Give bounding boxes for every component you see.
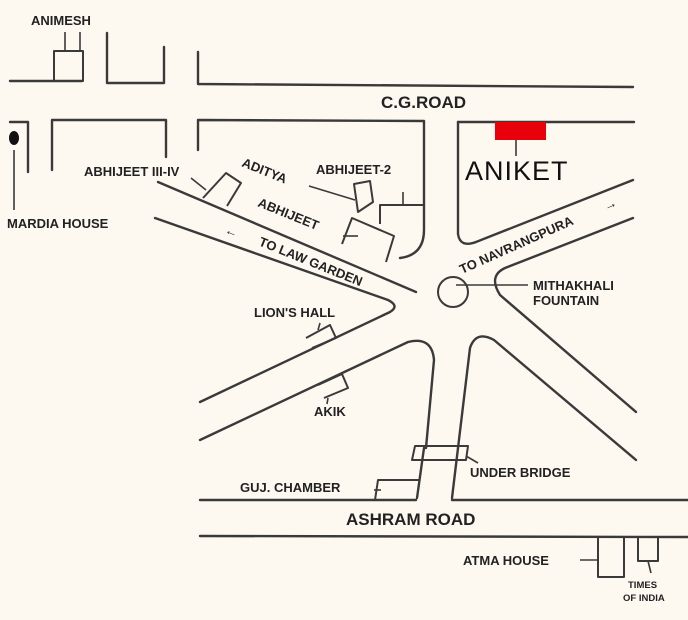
abhijeet-2-building [353, 180, 374, 213]
times-of-india-label-line1: TIMES [628, 580, 657, 591]
abhijeet-3-4-label: ABHIJEET III-IV [84, 164, 180, 179]
under-bridge-road-edge [456, 335, 638, 462]
mithakhali-label-line2: FOUNTAIN [533, 293, 599, 308]
ashram-road-label: ASHRAM ROAD [346, 510, 475, 529]
guj-chamber-building [374, 479, 419, 501]
atma-house-building [597, 536, 625, 578]
times-of-india-building [637, 536, 659, 562]
aditya-label: ADITYA [240, 155, 290, 187]
top-road-grid [8, 31, 636, 260]
law-garden-road-upper-edge [156, 180, 418, 294]
akik-building [317, 373, 349, 399]
cg-road-label: C.G.ROAD [381, 93, 466, 112]
aniket-block-edge [456, 120, 635, 245]
times-of-india-label-line2: OF INDIA [623, 593, 665, 604]
animesh-label: ANIMESH [31, 13, 91, 28]
mardia-house-label: MARDIA HOUSE [7, 216, 109, 231]
aniket-label: ANIKET [465, 156, 569, 186]
pin-icon [9, 131, 19, 145]
to-law-garden-label: TO LAW GARDEN [257, 234, 365, 289]
law-garden-arrow-icon: ← [223, 222, 241, 241]
abhijeet-2-label: ABHIJEET-2 [316, 162, 391, 177]
navrangpura-road-edge [493, 216, 638, 414]
akik-road-edge [198, 339, 436, 450]
abhijeet-3-4-building [202, 172, 242, 207]
law-garden-road-lower-edge [153, 216, 396, 404]
akik-label: AKIK [314, 404, 346, 419]
mithakhali-label-line1: MITHAKHALI [533, 278, 614, 293]
fountain-icon [437, 276, 469, 308]
abhijeet-building [341, 217, 395, 263]
to-navrangpura-label: TO NAVRANGPURA [457, 213, 576, 277]
aniket-highlight-marker[interactable] [495, 122, 546, 140]
lions-hall-building [305, 324, 337, 349]
navrangpura-arrow-icon: → [601, 195, 619, 214]
atma-house-label: ATMA HOUSE [463, 553, 549, 568]
under-bridge [411, 445, 469, 461]
animesh-building [53, 32, 84, 82]
guj-chamber-label: GUJ. CHAMBER [240, 480, 341, 495]
mardia-house-marker [9, 131, 19, 210]
lions-hall-label: LION'S HALL [254, 305, 335, 320]
under-bridge-label: UNDER BRIDGE [470, 465, 571, 480]
